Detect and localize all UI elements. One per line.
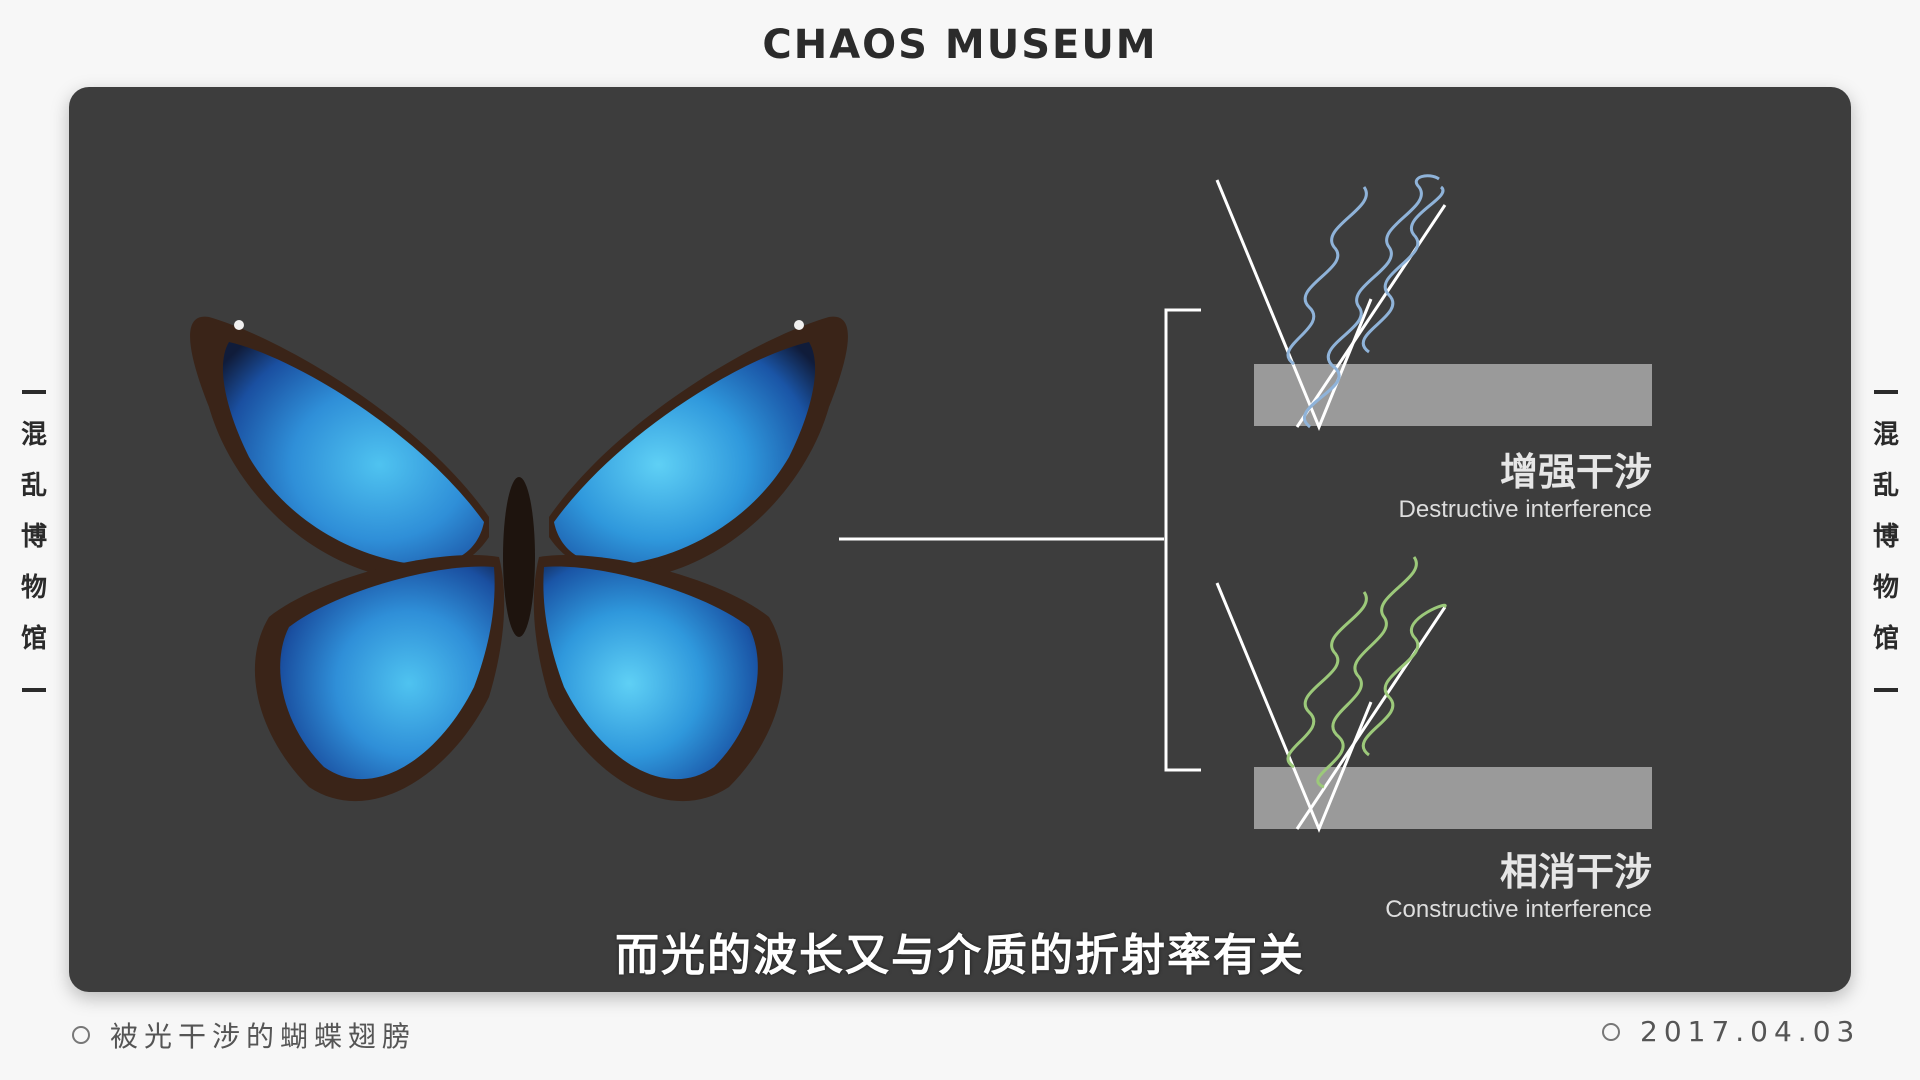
label-en-bottom: Constructive interference [1385, 896, 1652, 923]
side-label-char: 馆 [20, 624, 47, 654]
page-title: CHAOS MUSEUM [762, 22, 1158, 68]
diagram-bracket [1164, 308, 1201, 772]
label-cn-bottom: 相消干涉 [1500, 850, 1652, 894]
light-ray-top-2 [1295, 204, 1447, 428]
butterfly-body [503, 477, 535, 637]
circle-icon [1602, 1022, 1620, 1041]
light-wave-top-1 [1303, 174, 1440, 429]
footer-right: 2017.04.03 [1602, 1015, 1860, 1048]
main-panel: 增强干涉 Destructive interference 相消干涉 Const… [69, 87, 1851, 992]
side-label-char: 物 [20, 573, 47, 603]
side-label-char: 博 [1872, 522, 1899, 552]
circle-icon [72, 1026, 90, 1044]
light-wave-bottom-1 [1316, 556, 1418, 789]
side-label-char: 博 [20, 522, 47, 552]
side-label-char: 混 [1872, 420, 1899, 450]
light-wave-bottom-2 [1286, 591, 1368, 769]
right-bracket-top [1874, 390, 1898, 402]
label-cn-top: 增强干涉 [1500, 450, 1652, 494]
right-bracket-bottom [1874, 680, 1898, 692]
side-label-char: 混 [20, 420, 47, 450]
butterfly-illustration [190, 316, 848, 802]
light-wave-top-3 [1361, 185, 1445, 354]
light-ray-bottom-2 [1295, 606, 1447, 830]
light-wave-top-2 [1286, 186, 1368, 366]
side-label-right: 混 乱 博 物 馆 [1866, 410, 1906, 665]
side-label-char: 乱 [1872, 471, 1899, 501]
side-label-left: 混 乱 博 物 馆 [14, 410, 54, 665]
side-label-char: 乱 [20, 471, 47, 501]
side-label-char: 馆 [1872, 624, 1899, 654]
left-bracket-bottom [22, 680, 46, 692]
video-subtitle: 而光的波长又与介质的折射率有关 [615, 930, 1305, 981]
side-label-char: 物 [1872, 573, 1899, 603]
label-en-top: Destructive interference [1399, 496, 1652, 523]
light-wave-bottom-3 [1361, 603, 1447, 757]
footer-left: 被光干涉的蝴蝶翅膀 [72, 1015, 416, 1055]
footer-date: 2017.04.03 [1640, 1015, 1861, 1048]
medium-slab-top [1254, 364, 1652, 426]
interference-diagram: 增强干涉 Destructive interference 相消干涉 Const… [839, 174, 1652, 923]
left-bracket-top [22, 390, 46, 402]
footer-left-text: 被光干涉的蝴蝶翅膀 [110, 1020, 417, 1053]
